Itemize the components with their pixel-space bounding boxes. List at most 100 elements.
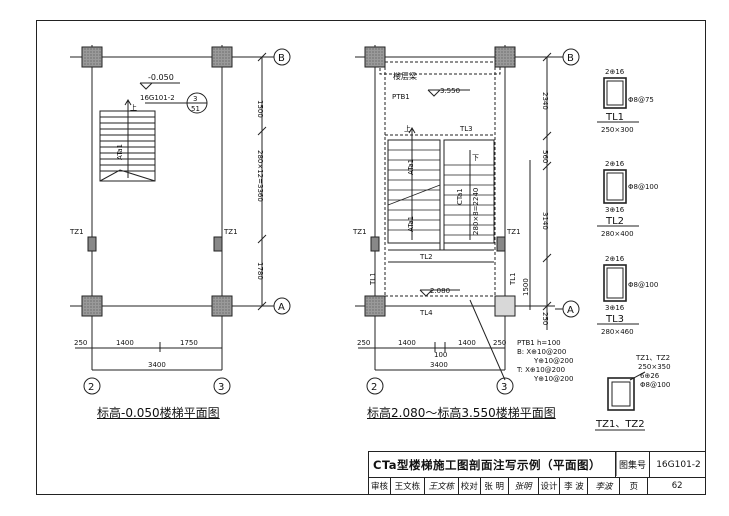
left-ref-code: 16G101-2 — [140, 94, 175, 102]
right-column-tr — [494, 46, 516, 68]
right-column-bl — [364, 295, 386, 317]
left-axis-3-bubble — [213, 377, 231, 395]
right-axis-a-label: A — [567, 305, 574, 316]
check-label: 校对 — [459, 477, 481, 495]
tl2-bottom: 3⊕16 — [605, 206, 625, 214]
right-tl2-label: TL2 — [419, 253, 433, 261]
left-dim-3400: 3400 — [148, 361, 166, 369]
left-dim-1750: 1750 — [180, 339, 198, 347]
beam-sections — [595, 77, 646, 431]
left-column-tr — [211, 46, 233, 68]
right-dim-mid: 280×8=2240 — [472, 188, 480, 235]
right-note-4: Y⊕10@200 — [533, 375, 573, 383]
right-down-text: 下 — [472, 154, 479, 162]
page-label: 页 — [620, 477, 649, 495]
tl2-top: 2⊕16 — [605, 160, 625, 168]
right-dim-1400b: 1400 — [458, 339, 476, 347]
right-axis-2-label: 2 — [371, 382, 377, 393]
reviewer-name: 王文栋 — [391, 477, 425, 495]
left-ref-den: 51 — [191, 105, 200, 113]
tl2-section — [603, 169, 627, 204]
tz-section — [607, 377, 635, 411]
right-flight-right — [443, 139, 495, 244]
right-column-tl — [364, 46, 386, 68]
right-axis-b-label: B — [567, 53, 574, 64]
right-plan — [355, 45, 580, 395]
left-ref-num: 3 — [193, 95, 197, 103]
right-dim-3400: 3400 — [430, 361, 448, 369]
left-dim-1400: 1400 — [116, 339, 134, 347]
review-label: 审核 — [369, 477, 391, 495]
left-plan-caption: 标高-0.050楼梯平面图 — [97, 406, 220, 420]
right-dim-250: 250 — [541, 312, 549, 325]
right-note-2: Y⊕10@200 — [533, 357, 573, 365]
right-tl1-right: TL1 — [509, 272, 517, 286]
right-dim-2340: 2340 — [541, 92, 549, 110]
tz-caption: TZ1、TZ2 — [595, 419, 645, 430]
right-level-top: 3.550 — [440, 87, 460, 95]
right-ptb-label: PTB1 — [392, 93, 410, 101]
right-cta1: CTa1 — [456, 188, 464, 205]
left-tz-right: TZ1 — [223, 228, 238, 236]
checker-signature: 张明 — [509, 477, 539, 495]
right-tl3-label: TL3 — [459, 125, 473, 133]
tl3-stirrup: Φ8@100 — [628, 281, 658, 289]
left-column-br — [211, 295, 233, 317]
right-level-top-marker — [427, 89, 442, 97]
right-note-0: PTB1 h=100 — [517, 339, 561, 347]
title-block-row-1: CTa型楼梯施工图剖面注写示例（平面图） 图集号 16G101-2 — [369, 452, 706, 478]
right-floor-beam — [379, 61, 501, 75]
tz-label2: 250×350 — [638, 363, 671, 371]
drawing-title: CTa型楼梯施工图剖面注写示例（平面图） — [373, 458, 602, 472]
design-label: 设计 — [539, 477, 561, 495]
right-dim-100: 100 — [434, 351, 447, 359]
title-block: CTa型楼梯施工图剖面注写示例（平面图） 图集号 16G101-2 审核 王文栋… — [368, 451, 706, 495]
right-dim-3140: 3140 — [541, 212, 549, 230]
left-level-text: -0.050 — [148, 73, 174, 82]
right-axis-3-label: 3 — [501, 382, 507, 393]
tz-label4: Φ8@100 — [640, 381, 670, 389]
left-tz1-left — [87, 236, 97, 252]
left-plan — [70, 45, 291, 395]
left-axis-a-label: A — [278, 302, 285, 313]
checker-name: 张 明 — [481, 477, 509, 495]
right-ata1-b: ATa1 — [407, 216, 415, 232]
page-number: 62 — [671, 481, 683, 491]
left-dim-1500: 1500 — [256, 100, 264, 118]
title-block-row-2: 审核 王文栋 王文栋 校对 张 明 张明 设计 李 波 李波 页 62 — [369, 477, 706, 495]
right-tz-left: TZ1 — [352, 228, 367, 236]
right-ata1-a: ATa1 — [407, 159, 415, 175]
left-dim-250: 250 — [74, 339, 87, 347]
left-column-bl — [81, 295, 103, 317]
right-dim-250l: 250 — [357, 339, 370, 347]
atlas-number: 16G101-2 — [649, 452, 707, 477]
designer-signature: 李波 — [588, 477, 621, 495]
left-dim-1780: 1780 — [256, 262, 264, 280]
left-level-marker — [139, 82, 154, 90]
left-up-text: 上 — [130, 103, 137, 112]
right-up-text: 上 — [404, 124, 411, 133]
atlas-label: 图集号 — [615, 452, 649, 477]
designer-name: 李 波 — [560, 477, 589, 495]
left-tz-left: TZ1 — [69, 228, 84, 236]
right-dim-1500: 1500 — [522, 278, 530, 296]
tl3-top: 2⊕16 — [605, 255, 625, 263]
tl3-name: TL3 — [605, 314, 624, 325]
right-tz1-right — [496, 236, 506, 252]
tl1-top: 2⊕16 — [605, 68, 625, 76]
right-note-1: B: X⊕10@200 — [517, 348, 566, 356]
right-dim-560: 560 — [541, 150, 549, 163]
right-column-br — [494, 295, 516, 317]
tl1-section — [603, 77, 627, 109]
right-note-3: T: X⊕10@200 — [516, 366, 565, 374]
right-level-bot: 2.080 — [430, 287, 450, 295]
left-stair-label: ATa1 — [116, 144, 124, 160]
tl3-size: 280×460 — [601, 328, 634, 336]
tl3-bottom: 3⊕16 — [605, 304, 625, 312]
left-dim-mid: 280×12=3360 — [256, 150, 264, 202]
right-dim-1400a: 1400 — [398, 339, 416, 347]
left-tz1-right — [213, 236, 223, 252]
reviewer-signature: 王文栋 — [425, 477, 459, 495]
left-axis-3-label: 3 — [218, 382, 224, 393]
